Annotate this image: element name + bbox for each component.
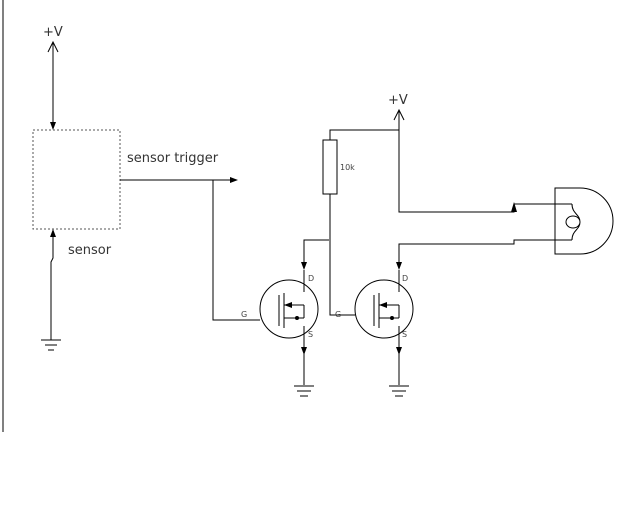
resistor-label: 10k	[340, 163, 355, 172]
mosfet2-drain-label: D	[402, 274, 408, 283]
sensor-trigger-label: sensor trigger	[127, 151, 219, 166]
vplus-left-label: +V	[43, 25, 63, 40]
sensor-box	[32, 129, 121, 230]
mosfet-1: G D S	[241, 274, 319, 339]
vplus-left-arrow-down	[50, 122, 56, 130]
resistor-10k	[322, 139, 338, 195]
vplus-right-label: +V	[388, 93, 408, 108]
mosfet2-source-label: S	[402, 330, 407, 339]
mosfet1-drain-label: D	[308, 274, 314, 283]
lamp-filament	[565, 203, 581, 241]
mosfet1-gate-label: G	[241, 310, 247, 319]
sensor-ground-wire	[50, 237, 54, 340]
mosfet2-gate-label: G	[335, 310, 341, 319]
resistor-bottom-wire	[329, 194, 355, 316]
mosfet1-body	[259, 279, 319, 339]
mosfet1-ground-symbol	[294, 385, 314, 397]
mosfet-2: G D S	[335, 274, 414, 339]
gate1-wire	[212, 180, 260, 321]
lamp-supply-wire	[398, 130, 555, 213]
sensor-label: sensor	[68, 243, 112, 258]
mosfet1-source-label: S	[308, 330, 313, 339]
mosfet2-ground-symbol	[389, 385, 409, 397]
lamp-outline	[554, 187, 614, 255]
lamp-bulb	[554, 187, 614, 255]
mosfet2-body	[354, 279, 414, 339]
sensor-trigger-arrow	[230, 177, 238, 183]
sensor-ground-arrow	[50, 229, 56, 237]
vplus-right-wire	[329, 110, 400, 140]
drain2-wire	[398, 239, 555, 262]
drain1-wire	[303, 239, 329, 262]
sensor-ground-symbol	[41, 339, 61, 351]
